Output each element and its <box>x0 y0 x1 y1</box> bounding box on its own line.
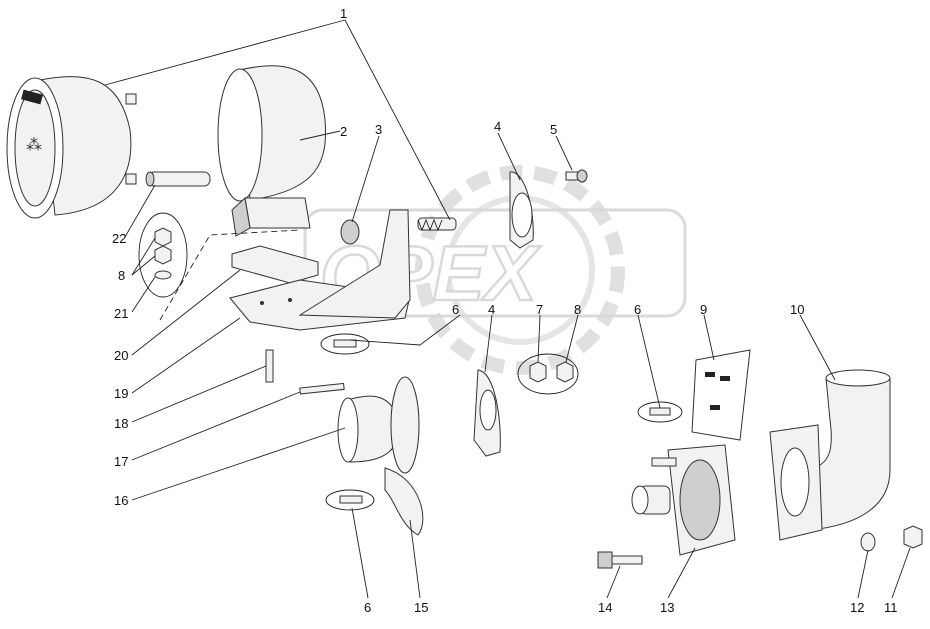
callout-6c: 6 <box>364 600 371 615</box>
callout-21: 21 <box>114 306 128 321</box>
callout-5: 5 <box>550 122 557 137</box>
part-nuts-group <box>138 212 188 298</box>
callout-22: 22 <box>112 231 126 246</box>
part-bolt-14 <box>597 551 643 569</box>
part-switch-13 <box>631 444 736 556</box>
part-bolt-17 <box>299 382 345 395</box>
part-flange-lower <box>473 369 501 457</box>
callout-8b: 8 <box>118 268 125 283</box>
part-screw-5 <box>565 169 588 183</box>
watermark-logo: OPEX <box>303 165 687 375</box>
callout-1: 1 <box>340 6 347 21</box>
part-flange-upper <box>509 171 534 249</box>
part-screw-6b <box>637 401 683 423</box>
callout-4a: 4 <box>494 119 501 134</box>
part-clamp <box>217 65 326 237</box>
part-label-9 <box>691 349 751 441</box>
callout-17: 17 <box>114 454 128 469</box>
part-nut-11 <box>903 525 923 549</box>
part-screw-6c <box>325 489 375 511</box>
part-screw-6a <box>320 333 370 355</box>
callout-11: 11 <box>884 600 898 615</box>
callout-14: 14 <box>598 600 612 615</box>
part-housing-16 <box>337 376 420 474</box>
callout-19: 19 <box>114 386 128 401</box>
part-bracket <box>298 209 457 319</box>
callout-6b: 6 <box>634 302 641 317</box>
callout-12: 12 <box>850 600 864 615</box>
watermark-text: OPEX <box>320 229 541 317</box>
callout-6a: 6 <box>452 302 459 317</box>
callout-20: 20 <box>114 348 128 363</box>
callout-10: 10 <box>790 302 804 317</box>
callout-2: 2 <box>340 124 347 139</box>
callout-13: 13 <box>660 600 674 615</box>
callout-9: 9 <box>700 302 707 317</box>
callout-7: 7 <box>536 302 543 317</box>
part-bolt-18 <box>265 349 274 383</box>
callout-16: 16 <box>114 493 128 508</box>
part-gauge: ⁂ <box>6 76 137 219</box>
part-elbow-10 <box>769 369 891 541</box>
watermark-gear-icon <box>415 165 625 375</box>
callout-3: 3 <box>375 122 382 137</box>
callout-15: 15 <box>414 600 428 615</box>
callout-8a: 8 <box>574 302 581 317</box>
callout-labels: 1 2 3 4 5 4 6 7 8 6 9 10 22 8 21 20 19 1… <box>112 6 898 615</box>
part-sleeve <box>145 171 211 187</box>
part-gasket-15 <box>384 467 424 536</box>
part-washer-12 <box>860 532 876 552</box>
leader-lines <box>104 19 911 599</box>
svg-text:⁂: ⁂ <box>26 135 42 154</box>
callout-18: 18 <box>114 416 128 431</box>
callout-4b: 4 <box>488 302 495 317</box>
